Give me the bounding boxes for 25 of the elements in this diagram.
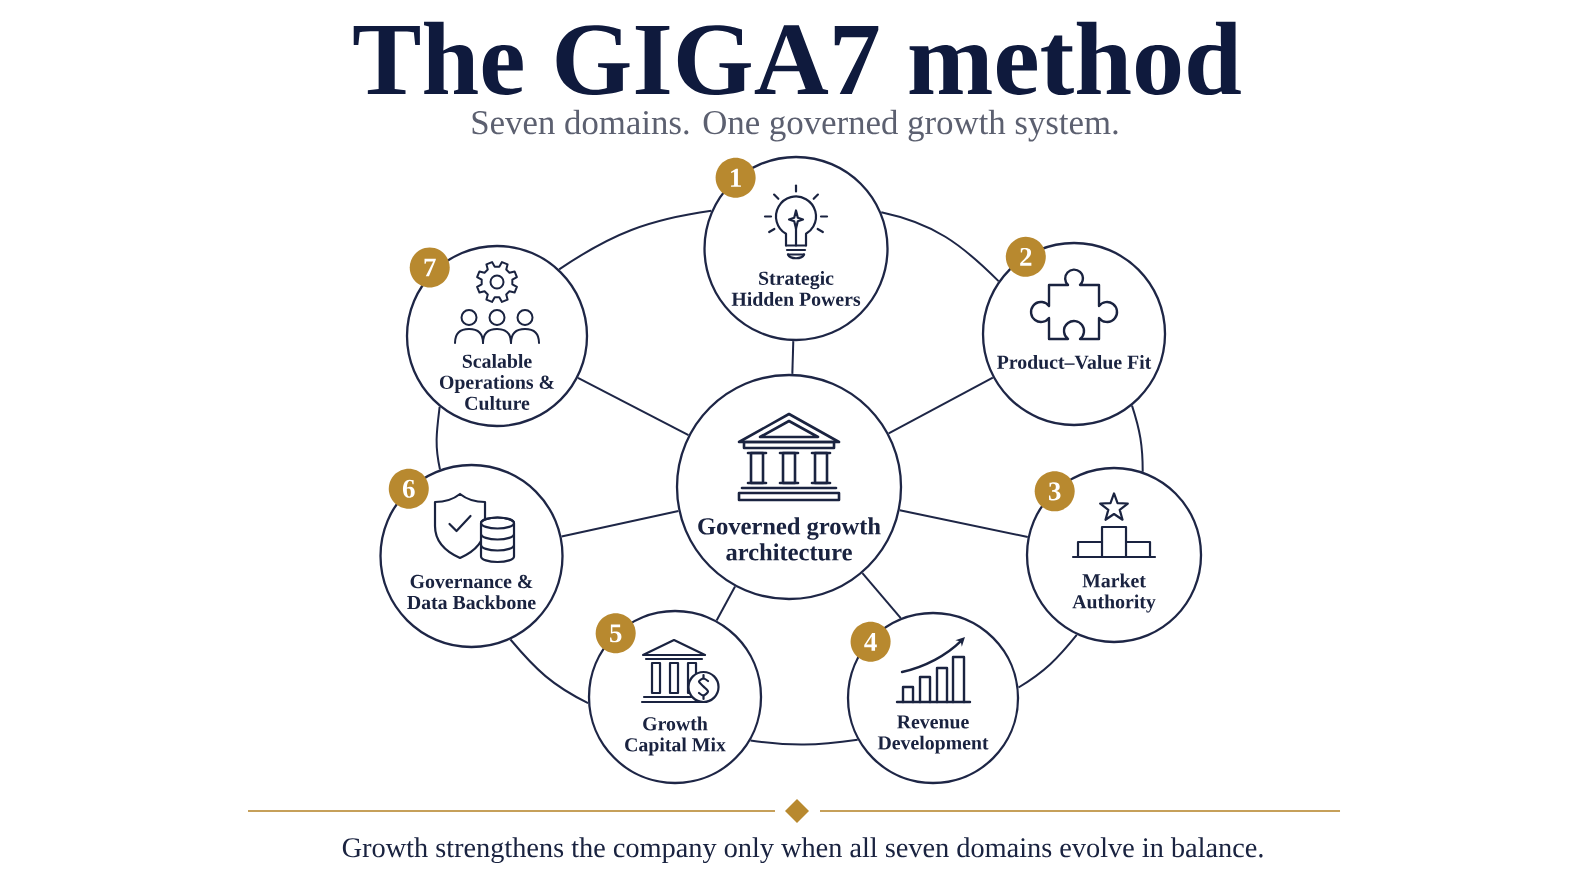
connector-line xyxy=(560,510,680,538)
number-badge: 6 xyxy=(388,468,429,509)
number-badge: 5 xyxy=(595,613,636,654)
connector-line xyxy=(509,638,590,705)
connector-line xyxy=(898,509,1029,538)
number-badge: 3 xyxy=(1034,471,1075,512)
connector-line xyxy=(576,376,690,436)
connector-line xyxy=(861,572,902,620)
connector-line xyxy=(435,405,441,471)
connector-line xyxy=(715,585,737,622)
title: The GIGA7 method xyxy=(353,21,1241,95)
subtitle: Seven domains. One governed growth system. xyxy=(472,109,1118,142)
number-badge: 2 xyxy=(1005,236,1046,277)
connector-line xyxy=(1017,633,1078,689)
number-badge: 7 xyxy=(409,247,450,288)
connector-line xyxy=(887,376,994,435)
number-badge: 4 xyxy=(850,621,891,662)
connector-line xyxy=(558,209,713,271)
circle-node: Governed growth architecture xyxy=(675,373,903,601)
connector-line xyxy=(791,340,795,375)
connector-line xyxy=(749,738,859,746)
number-badge: 1 xyxy=(715,157,756,198)
caption: Growth strengthens the company only when all seven domains evolve in balance. xyxy=(342,837,1263,864)
connector-line xyxy=(1131,404,1144,473)
connector-line xyxy=(880,211,1000,283)
